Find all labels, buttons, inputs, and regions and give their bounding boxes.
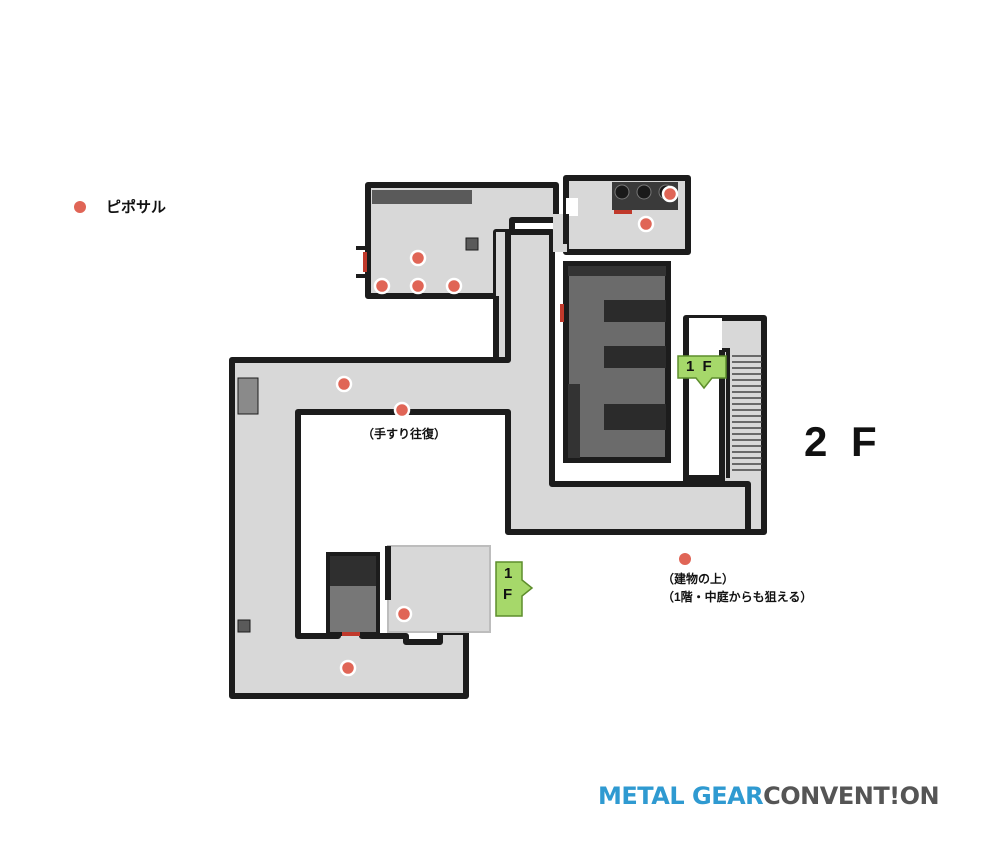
site-logo: METAL GEARCONVENT!ON [598,782,940,810]
monkey-marker [395,605,413,623]
door-marks [342,210,632,636]
stairs-tag-label-top: 1 F [686,358,714,375]
monkey-marker [637,215,655,233]
staircase [732,355,762,471]
floor-label: 2 F [804,418,883,465]
note-rooftop-line1: （建物の上） [662,572,735,586]
legend-marker-icon [74,200,86,213]
monkey-marker [661,185,679,203]
note-rooftop-line2: （1階・中庭からも狙える） [662,590,813,604]
monkey-marker [445,277,463,295]
logo-part-convention: CONVENT!ON [763,782,940,810]
monkey-marker [335,375,353,393]
monkey-marker [409,277,427,295]
monkey-marker [373,277,391,295]
monkey-marker [409,249,427,267]
monkey-markers [335,185,691,677]
stairs-to-1f-tag-right[interactable] [677,355,727,390]
monkey-marker [679,553,691,565]
monkey-marker [393,401,411,419]
room-small-lower [387,545,491,633]
note-handrail: （手すり往復） [362,427,447,441]
stairs-tag-label-lower-1: 1 [504,565,513,582]
stairs-tag-label-lower-2: F [503,586,513,603]
monkey-marker [339,659,357,677]
logo-part-metal-gear: METAL GEAR [598,782,764,810]
stairs-to-1f-tag-lower[interactable] [495,561,534,617]
legend-label: ピポサル [106,199,167,216]
legend: ピポサル [74,196,166,217]
